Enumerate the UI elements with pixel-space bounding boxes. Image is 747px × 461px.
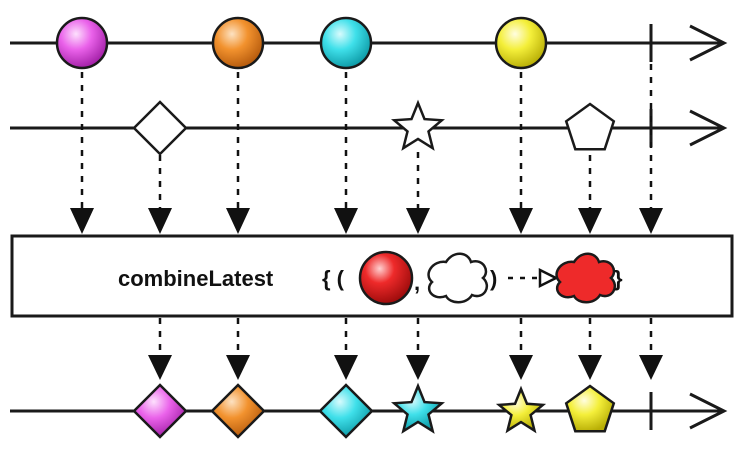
transform-arrowhead-icon	[538, 267, 559, 289]
operator-close-brace: }	[614, 266, 623, 291]
arrowhead	[334, 355, 358, 380]
marble-magenta	[55, 16, 109, 70]
marble-orange	[211, 16, 265, 70]
arrowhead	[578, 355, 602, 380]
output-arrowheads	[148, 355, 663, 380]
result-stream-items	[132, 382, 616, 439]
operator-box: combineLatest { ( , ) }	[10, 234, 734, 318]
white-diamond	[132, 100, 188, 156]
arrowhead	[226, 355, 250, 380]
arrowhead	[509, 208, 533, 234]
operator-name: combineLatest	[118, 266, 274, 291]
white-star	[391, 99, 445, 151]
arrowhead	[639, 355, 663, 380]
top-stream-items	[55, 16, 548, 70]
red-marble-icon	[358, 250, 414, 306]
arrowhead	[509, 355, 533, 380]
arrowhead	[334, 208, 358, 234]
arrowhead	[70, 208, 94, 234]
arrowhead	[148, 355, 172, 380]
result-star-yellow	[495, 385, 547, 434]
input-arrows	[80, 64, 653, 218]
marble-yellow	[494, 16, 548, 70]
arrowhead	[406, 355, 430, 380]
white-pentagon	[564, 102, 616, 151]
cloud-outline-icon	[427, 252, 489, 304]
result-star-cyan	[391, 382, 445, 434]
timeline-middle	[10, 109, 728, 147]
input-arrowheads	[70, 208, 663, 234]
result-diamond-magenta	[132, 383, 188, 439]
arrowhead	[148, 208, 172, 234]
middle-stream-items	[132, 99, 616, 156]
operator-comma: ,	[414, 270, 420, 295]
operator-close-paren: )	[490, 266, 497, 291]
arrowhead	[406, 208, 430, 234]
result-diamond-orange	[210, 383, 266, 439]
arrowhead	[226, 208, 250, 234]
arrowhead	[578, 208, 602, 234]
arrowhead	[639, 208, 663, 234]
marble-cyan	[319, 16, 373, 70]
result-diamond-cyan	[318, 383, 374, 439]
result-pentagon-yellow	[564, 384, 616, 433]
operator-open: { (	[322, 266, 345, 291]
output-arrows	[158, 318, 653, 360]
red-cloud-icon	[555, 252, 617, 304]
